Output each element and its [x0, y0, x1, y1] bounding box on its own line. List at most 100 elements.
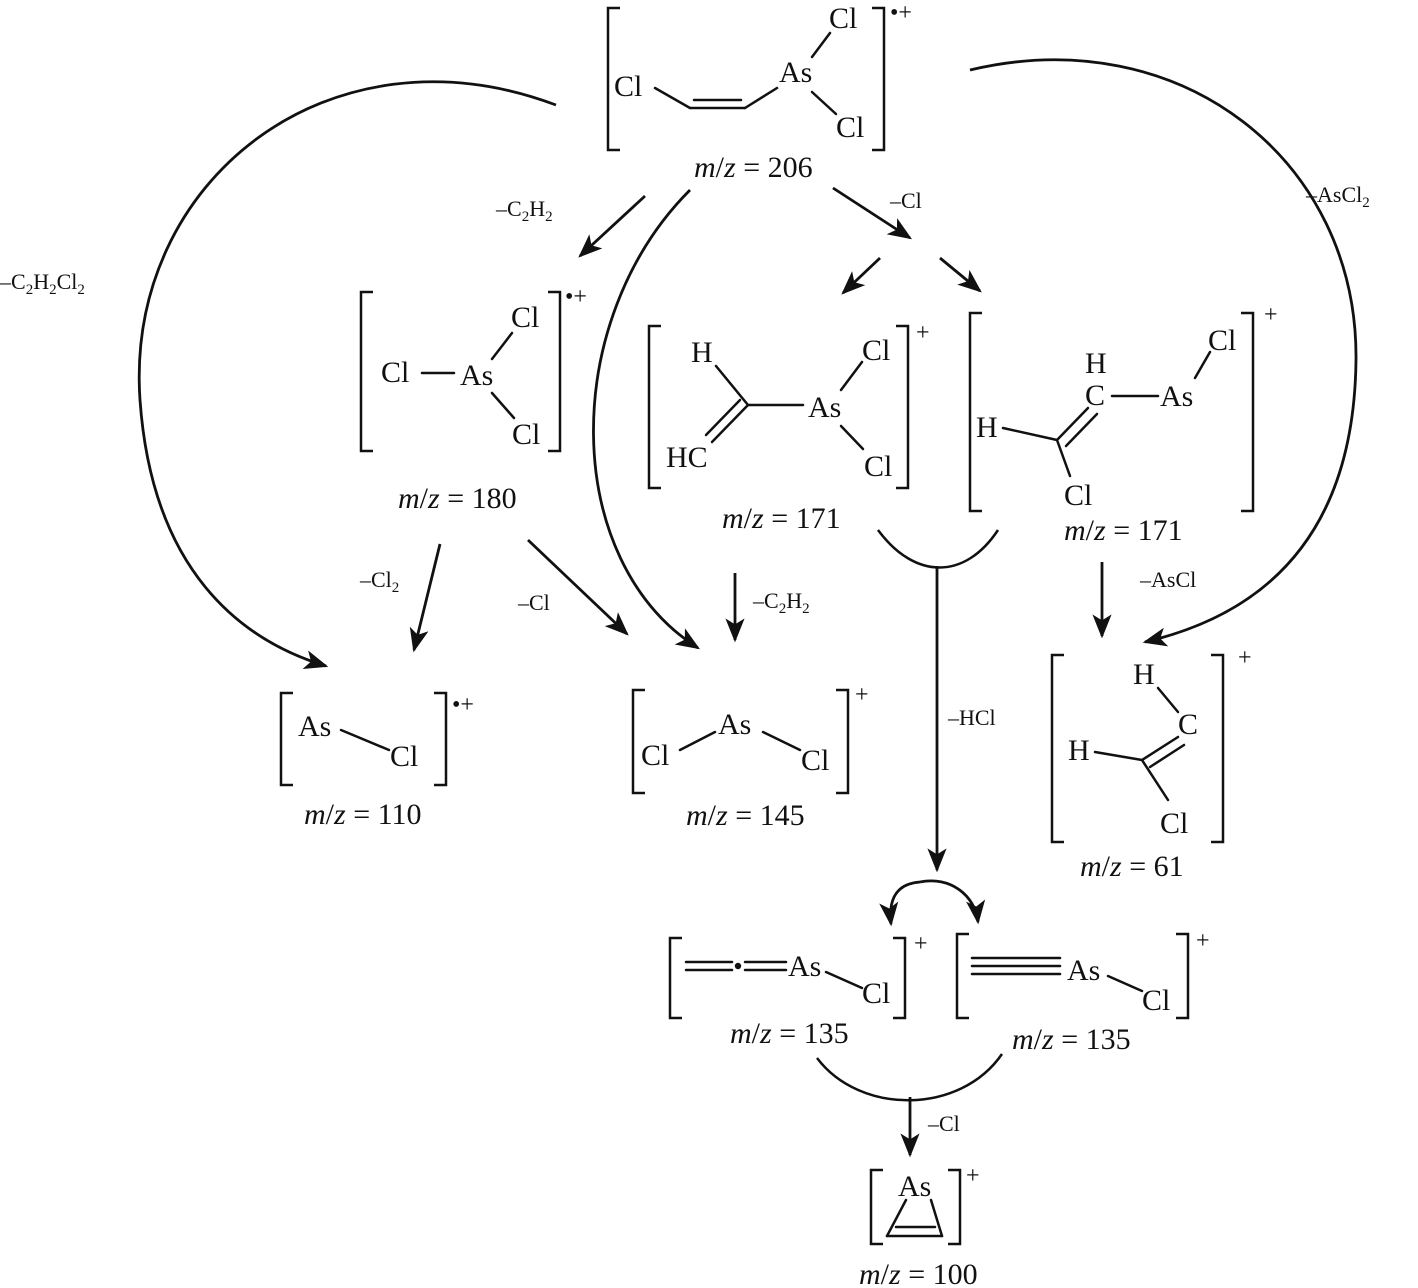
left-bracket [359, 290, 373, 453]
atom-as: As [718, 708, 751, 741]
right-bracket [548, 290, 562, 453]
charge-label: + [1264, 302, 1278, 328]
bond [824, 970, 864, 990]
mz-label: m/z = 135 [730, 1017, 849, 1050]
left-bracket [869, 1168, 883, 1246]
ring-bond [929, 1198, 944, 1238]
atom-c: C [1085, 379, 1105, 412]
atom-cl: Cl [862, 334, 890, 367]
atom-cl: Cl [801, 744, 829, 777]
bond [1193, 350, 1212, 380]
bond [1140, 735, 1180, 762]
atom-as: As [898, 1170, 931, 1203]
atom-h: H [976, 411, 998, 444]
arrows [137, 58, 1358, 1158]
atom-cl: Cl [864, 450, 892, 483]
atom-h: H [1085, 347, 1107, 380]
atom-h: H [1068, 734, 1090, 767]
atom-h: H [1133, 658, 1155, 691]
atom-c: C [1178, 708, 1198, 741]
charge-label: •+ [890, 0, 912, 26]
charge-label: + [1196, 928, 1210, 954]
bond [1055, 406, 1090, 442]
right-bracket [948, 1168, 962, 1246]
double-bond [704, 398, 742, 437]
ion-110: As Cl •+ m/z = 110 [279, 691, 474, 831]
left-bracket [647, 324, 661, 490]
bond [1140, 758, 1170, 802]
mz-label: m/z = 61 [1080, 850, 1184, 883]
left-bracket [1050, 653, 1064, 844]
arrow-206-to-145 [592, 189, 701, 650]
bond [810, 90, 838, 116]
ion-180: Cl As Cl Cl •+ m/z = 180 [359, 284, 587, 515]
mz-label: m/z = 206 [694, 151, 813, 184]
charge-label: •+ [452, 692, 474, 718]
atom-cl: Cl [390, 740, 418, 773]
atom-cl: Cl [381, 356, 409, 389]
bond [490, 331, 514, 361]
loss-cl2-label: –Cl2 [359, 567, 399, 596]
left-bracket [606, 6, 620, 152]
arrow-206-to-61 [969, 58, 1358, 647]
bond [1106, 974, 1144, 993]
loss-labels: –C2H2 –Cl –AsCl2 –C2H2Cl2 –Cl2 –Cl –C2H2… [0, 182, 1370, 1136]
ion-145: Cl As Cl + m/z = 145 [631, 682, 869, 832]
arrow-206-to-171 [832, 186, 913, 240]
bond [1001, 426, 1059, 442]
atom-cl: Cl [1142, 984, 1170, 1017]
atom-hc: HC [666, 441, 708, 474]
atom-cl: Cl [1160, 807, 1188, 840]
bond [490, 391, 516, 420]
combine-arc-135 [816, 1053, 1004, 1102]
left-bracket [279, 691, 293, 787]
atom-cl: Cl [512, 418, 540, 451]
atom-as: As [1160, 380, 1193, 413]
ion-135-a: As Cl + m/z = 135 [668, 931, 928, 1050]
arrow-180-to-110 [409, 543, 442, 653]
atom-cl: Cl [641, 739, 669, 772]
atom-as: As [1067, 954, 1100, 987]
atom-as: As [298, 710, 331, 743]
arrow-206-to-110 [137, 80, 557, 669]
atom-cl: Cl [511, 301, 539, 334]
bond [1093, 750, 1144, 762]
left-bracket [631, 688, 645, 795]
ring-bond [885, 1198, 908, 1238]
bond [710, 403, 750, 444]
charge-label: + [966, 1163, 980, 1189]
bond [339, 728, 391, 752]
loss-ascl2-label: –AsCl2 [1305, 182, 1370, 211]
ion-206: Cl As Cl Cl •+ m/z = 206 [606, 0, 912, 184]
ion-100: As + m/z = 100 [859, 1163, 980, 1288]
bond [810, 31, 832, 59]
loss-cl-label: –Cl [889, 188, 922, 213]
atom-as: As [788, 950, 821, 983]
right-bracket [1176, 932, 1190, 1020]
bond [743, 86, 779, 110]
right-bracket [893, 936, 907, 1020]
resonance-arrow-left [879, 880, 921, 927]
left-bracket [968, 311, 982, 513]
radical-dot [734, 962, 742, 970]
right-bracket [1241, 311, 1255, 513]
atom-cl: Cl [1064, 479, 1092, 512]
atom-cl: Cl [614, 70, 642, 103]
loss-hcl-label: –HCl [947, 705, 996, 730]
right-bracket [1211, 653, 1225, 844]
bond [839, 360, 864, 392]
loss-c2h2-label: –C2H2 [495, 196, 553, 225]
mz-label: m/z = 110 [304, 798, 422, 831]
bond [1055, 438, 1072, 478]
ion-61: H C H Cl + m/z = 61 [1050, 645, 1252, 883]
ion-171-b: H C As Cl H Cl + m/z = 171 [968, 302, 1278, 547]
atom-cl: Cl [836, 111, 864, 144]
left-bracket [668, 936, 682, 1020]
charge-label: + [914, 931, 928, 957]
atom-h: H [691, 336, 713, 369]
arrow-180-to-145 [527, 538, 629, 636]
right-bracket [434, 691, 448, 787]
loss-c2h2-label: –C2H2 [752, 588, 810, 617]
double-bond [1064, 412, 1099, 448]
